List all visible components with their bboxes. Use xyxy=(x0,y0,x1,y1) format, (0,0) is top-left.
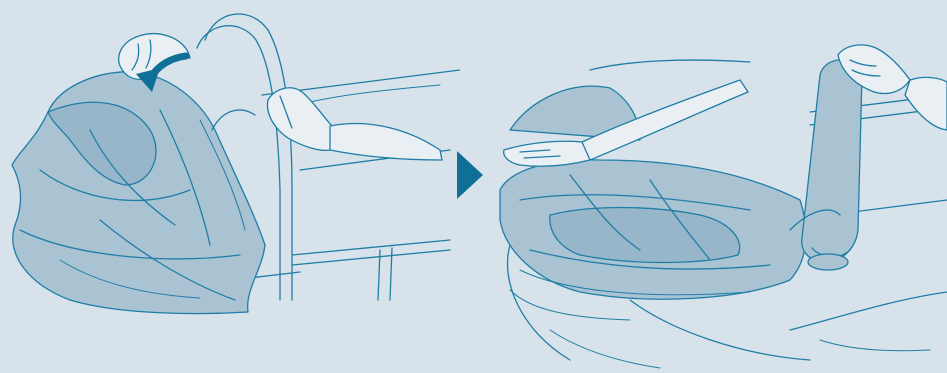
pull-cover-drawing xyxy=(0,0,460,373)
play-triangle-icon xyxy=(455,149,485,201)
hand-right xyxy=(268,88,442,160)
cover-fabric xyxy=(12,72,265,314)
step-illustration-smooth-cover xyxy=(490,0,947,373)
smooth-cover-drawing xyxy=(490,0,947,373)
step-illustration-pull-cover xyxy=(0,0,460,373)
